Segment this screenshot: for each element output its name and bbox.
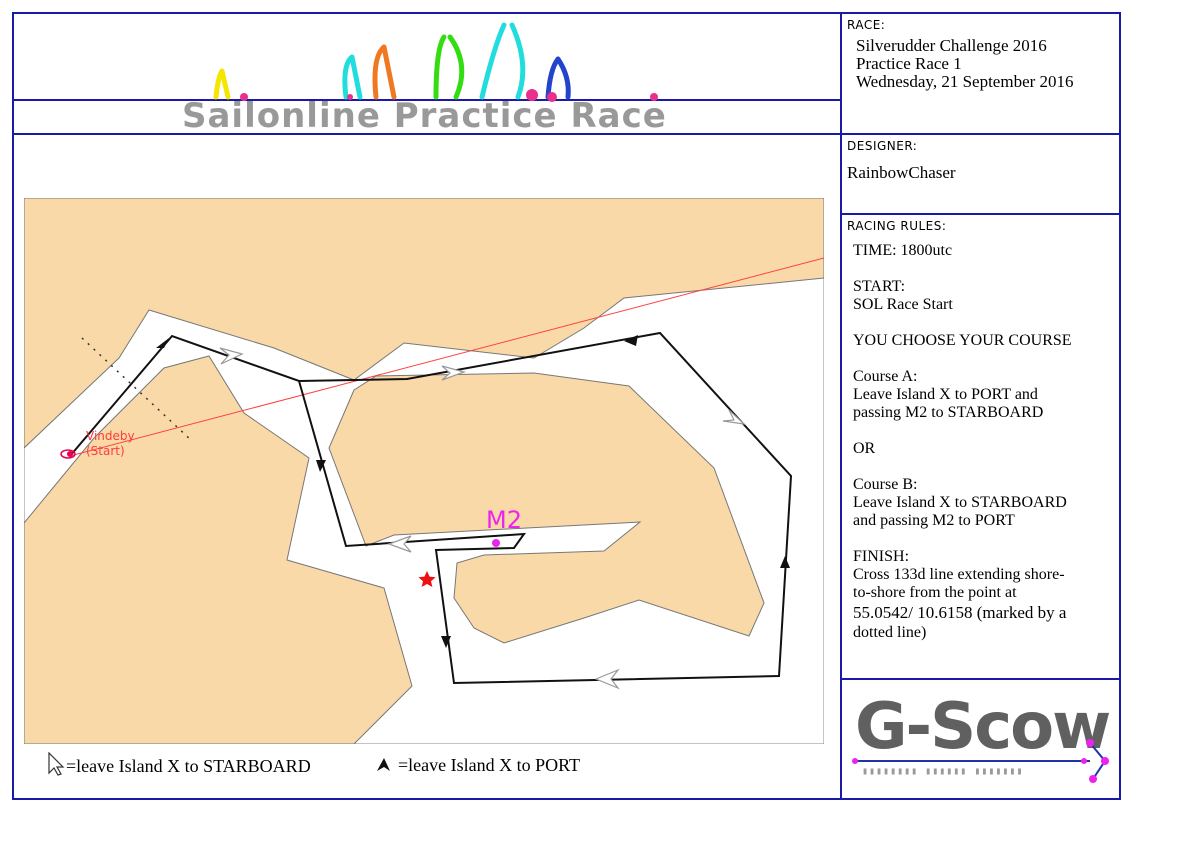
- rules-course-b-line2: and passing M2 to PORT: [853, 512, 1015, 529]
- race-date: Wednesday, 21 September 2016: [856, 72, 1074, 91]
- rhumb-line: [69, 257, 824, 457]
- rules-finish-line3: 55.0542/ 10.6158 (marked by a: [853, 603, 1067, 622]
- starboard-legend-icon: [48, 752, 65, 776]
- m2-mark-icon: [492, 539, 500, 547]
- g-scow-logo: G-Scow: [855, 690, 1111, 764]
- header-divider: [12, 133, 1121, 135]
- port-legend-text: =leave Island X to PORT: [398, 755, 581, 775]
- designer-divider: [840, 213, 1121, 215]
- rules-finish-line2: to-shore from the point at: [853, 584, 1017, 601]
- rules-finish-label: FINISH:: [853, 548, 910, 565]
- banner-sails-graphic: [213, 22, 658, 102]
- start-label-line2: (Start): [86, 444, 125, 458]
- port-arrow-icon: [156, 338, 169, 348]
- logo-divider: [840, 678, 1121, 680]
- race-name: Silverudder Challenge 2016: [856, 36, 1047, 55]
- finish-star-icon: [418, 571, 436, 587]
- race-heading: RACE:: [847, 18, 886, 32]
- rules-or: OR: [853, 440, 876, 457]
- start-marker-icon: [60, 449, 76, 459]
- port-arrow-icon: [316, 460, 326, 472]
- sail-cyan-left-icon: [342, 54, 363, 100]
- sail-orange-icon: [372, 44, 397, 100]
- banner-title: Sailonline Practice Race: [182, 96, 667, 136]
- port-arrow-icon: [624, 335, 638, 346]
- rules-course-b-line1: Leave Island X to STARBOARD: [853, 494, 1067, 511]
- rules-choose: YOU CHOOSE YOUR COURSE: [853, 332, 1072, 349]
- starboard-arrow-icon: [387, 535, 412, 553]
- sail-blue-icon: [545, 56, 571, 100]
- page-frame: [12, 12, 1121, 800]
- rules-start-value: SOL Race Start: [853, 296, 953, 313]
- land-southwest: [24, 355, 413, 744]
- banner-rule: [12, 99, 841, 101]
- rules-finish-line1: Cross 133d line extending shore-: [853, 566, 1065, 583]
- rules-course-b-title: Course B:: [853, 476, 918, 493]
- course-map[interactable]: Vindeby (Start) M2: [24, 198, 824, 744]
- designer-name: RainbowChaser: [847, 163, 956, 182]
- island-x: [328, 372, 765, 644]
- port-arrow-icon: [780, 556, 790, 568]
- starboard-arrow-icon: [441, 365, 466, 381]
- g-scow-logo-mark-icon: [852, 739, 1109, 783]
- rules-course-a-title: Course A:: [853, 368, 918, 385]
- sail-yellow-icon: [213, 68, 231, 100]
- rules-finish-line4: dotted line): [853, 624, 927, 641]
- sail-cyan-right-icon: [479, 22, 526, 100]
- port-arrow-icon: [441, 636, 451, 648]
- course-route: [69, 331, 793, 685]
- finish-dotted-line: [81, 337, 193, 442]
- starboard-arrow-icon: [594, 668, 620, 690]
- designer-heading: DESIGNER:: [847, 139, 918, 153]
- start-label-line1: Vindeby: [86, 429, 135, 443]
- rules-course-a-line2: passing M2 to STARBOARD: [853, 404, 1044, 421]
- port-legend-icon: [377, 758, 390, 771]
- starboard-arrow-icon: [722, 409, 746, 425]
- rules-start-label: START:: [853, 278, 906, 295]
- land-north-coast: [24, 198, 824, 449]
- starboard-legend-text: =leave Island X to STARBOARD: [66, 756, 311, 776]
- column-divider: [840, 12, 842, 800]
- rules-course-a-line1: Leave Island X to PORT and: [853, 386, 1038, 403]
- m2-label: M2: [486, 506, 522, 534]
- rules-heading: RACING RULES:: [847, 219, 947, 233]
- rules-time: TIME: 1800utc: [853, 242, 953, 259]
- g-scow-logo-subtitle-graphic: ▮▮▮▮▮▮▮▮ ▮▮▮▮▮▮ ▮▮▮▮▮▮▮: [862, 766, 1024, 777]
- race-subtitle: Practice Race 1: [856, 54, 962, 73]
- starboard-arrow-icon: [219, 347, 244, 365]
- sail-green-icon: [433, 34, 465, 100]
